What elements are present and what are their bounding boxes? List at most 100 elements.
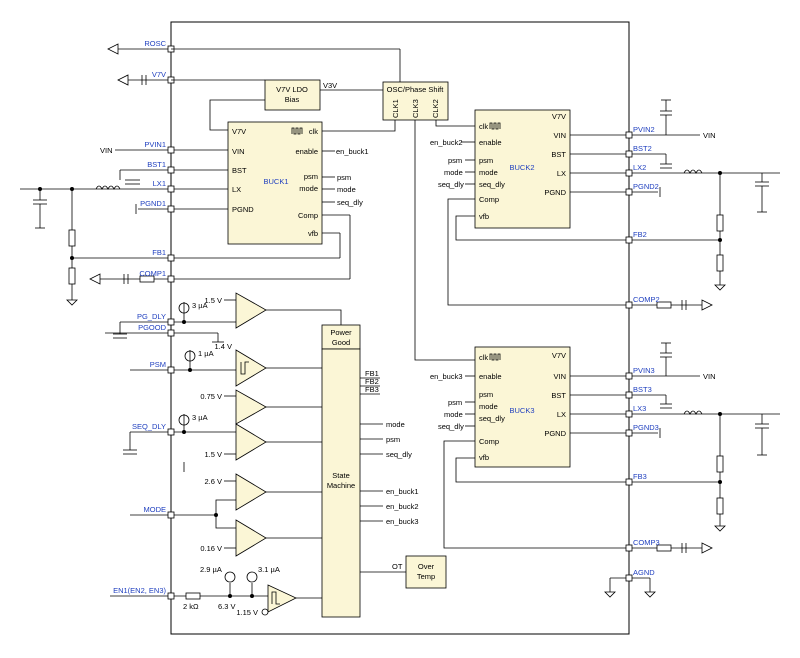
val-2p6: 2.6 V — [204, 477, 222, 486]
buck2-lx: LX — [557, 169, 566, 178]
power-good-line1: Power — [330, 328, 352, 337]
ldo-title: V7V LDO — [276, 85, 308, 94]
osc-clk3: CLK3 — [411, 99, 420, 118]
power-good-block: Power Good — [266, 309, 361, 350]
buck1-block: V7V clk VIN enable BST BUCK1 psm LX mode… — [227, 121, 369, 245]
buck1-vfb: vfb — [308, 229, 318, 238]
pin-label-comp3: COMP3 — [633, 538, 660, 547]
buck2-bst: BST — [551, 150, 566, 159]
pin-label-fb2: FB2 — [633, 230, 647, 239]
sm-fb2: FB2 — [365, 377, 379, 386]
junction-dots — [38, 171, 722, 598]
pin-label-rosc: ROSC — [144, 39, 166, 48]
state-machine-block: State Machine FB1 FB2 FB3 mode psm seq_d… — [321, 348, 419, 618]
pin-label-psm: PSM — [150, 360, 166, 369]
state-machine-line1: State — [332, 471, 350, 480]
buck2-vin: VIN — [553, 131, 566, 140]
buck3-psm-input: psm — [448, 398, 462, 407]
buck3-seq-input: seq_dly — [438, 422, 464, 431]
buck2-psm-input: psm — [448, 156, 462, 165]
buck2-seq-input: seq_dly — [438, 180, 464, 189]
buck2-enable: enable — [479, 138, 502, 147]
buck1-v7v: V7V — [232, 127, 246, 136]
sm-out-en1: en_buck1 — [386, 487, 419, 496]
buck3-block: clk V7V enable VIN BST psm BUCK3 LX mode… — [430, 346, 629, 549]
buck3-en-input: en_buck3 — [430, 372, 463, 381]
buck3-lx: LX — [557, 410, 566, 419]
buck1-lx: LX — [232, 185, 241, 194]
state-machine-line2: Machine — [327, 481, 355, 490]
pin-label-pg-dly: PG_DLY — [137, 312, 166, 321]
pin-label-pvin2: PVIN2 — [633, 125, 655, 134]
pin-label-lx1: LX1 — [153, 179, 166, 188]
pin-label-bst2: BST2 — [633, 144, 652, 153]
pin-label-fb3: FB3 — [633, 472, 647, 481]
buck3-seq: seq_dly — [479, 414, 505, 423]
sm-out-psm: psm — [386, 435, 400, 444]
val-0p16: 0.16 V — [200, 544, 222, 553]
pin-rosc: ROSC — [107, 39, 175, 55]
buck1-mode-input: mode — [337, 185, 356, 194]
sm-out-seq: seq_dly — [386, 450, 412, 459]
buck3-enable: enable — [479, 372, 502, 381]
val-3ua-a: 3 µA — [192, 301, 208, 310]
buck3-comp: Comp — [479, 437, 499, 446]
pin-label-fb1: FB1 — [152, 248, 166, 257]
buck1-pgnd: PGND — [232, 205, 254, 214]
over-temp-block: Over Temp OT — [360, 555, 447, 589]
sm-out-mode: mode — [386, 420, 405, 429]
label-vin-right2: VIN — [703, 372, 716, 381]
osc-title: OSC/Phase Shift — [387, 85, 445, 94]
buck1-comp: Comp — [298, 211, 318, 220]
buck2-pgnd: PGND — [544, 188, 566, 197]
comparators: 1.5 V 3 µA 1 µA 1.4 V 0.75 V 1.5 V 3 µA … — [178, 292, 322, 617]
buck3-clk: clk — [479, 353, 488, 362]
buck3-pgnd: PGND — [544, 429, 566, 438]
over-temp-ot: OT — [392, 562, 403, 571]
pin-pgood: PGOOD — [105, 323, 218, 337]
pin-label-pgnd1: PGND1 — [140, 199, 166, 208]
val-1p15: 1.15 V — [236, 608, 258, 617]
val-1p4: 1.4 V — [214, 342, 232, 351]
pin-label-agnd: AGND — [633, 568, 655, 577]
val-3ua-b: 3 µA — [192, 413, 208, 422]
label-vin-left: VIN — [100, 146, 113, 155]
buck3-vin: VIN — [553, 372, 566, 381]
pin-label-comp1: COMP1 — [139, 269, 166, 278]
buck2-psm: psm — [479, 156, 493, 165]
pin-label-lx2: LX2 — [633, 163, 646, 172]
buck3-psm: psm — [479, 390, 493, 399]
pin-pgnd1: PGND1 — [135, 199, 230, 214]
val-3p1ua: 3.1 µA — [258, 565, 280, 574]
val-2k: 2 kΩ — [183, 602, 199, 611]
buck3-bst: BST — [551, 391, 566, 400]
pin-label-pvin1: PVIN1 — [144, 140, 166, 149]
buck2-mode-input: mode — [444, 168, 463, 177]
buck1-name: BUCK1 — [263, 177, 288, 186]
val-0p75: 0.75 V — [200, 392, 222, 401]
pin-label-bst1: BST1 — [147, 160, 166, 169]
over-temp-line1: Over — [418, 562, 435, 571]
buck2-name: BUCK2 — [509, 163, 534, 172]
sm-out-en2: en_buck2 — [386, 502, 419, 511]
v7v-ldo-block: V7V LDO Bias V3V — [171, 79, 385, 131]
pin-label-pgood: PGOOD — [138, 323, 167, 332]
val-1p5b: 1.5 V — [204, 450, 222, 459]
right-pins-buck3: VIN PVIN3 BST3 LX3 PGND3 FB3 — [570, 342, 780, 598]
pin-psm: PSM — [130, 360, 236, 374]
pin-v7v: V7V — [117, 70, 175, 86]
buck2-seq: seq_dly — [479, 180, 505, 189]
pin-label-lx3: LX3 — [633, 404, 646, 413]
pin-lx1: LX1 — [20, 179, 230, 306]
ldo-subtitle: Bias — [285, 95, 300, 104]
pin-label-seq-dly: SEQ_DLY — [132, 422, 166, 431]
buck1-clk: clk — [309, 127, 318, 136]
pin-label-pgnd3: PGND3 — [633, 423, 659, 432]
buck3-mode-input: mode — [444, 410, 463, 419]
osc-clk1: CLK1 — [391, 99, 400, 118]
buck3-vfb: vfb — [479, 453, 489, 462]
buck2-comp: Comp — [479, 195, 499, 204]
pin-label-pvin3: PVIN3 — [633, 366, 655, 375]
buck2-v7v: V7V — [552, 112, 566, 121]
